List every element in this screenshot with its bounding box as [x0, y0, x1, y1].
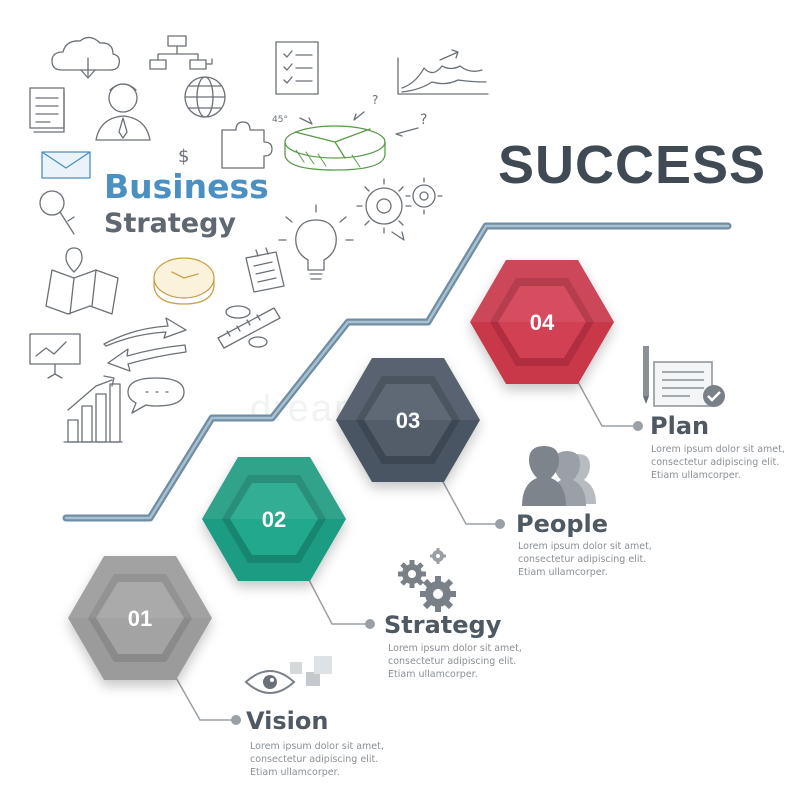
connector-dot-vision [231, 715, 241, 725]
cloud-download-icon [51, 36, 121, 79]
question-mark-2: ? [420, 112, 427, 128]
step-desc-line: consectetur adipiscing elit. [518, 554, 647, 565]
connector-vision [174, 675, 234, 721]
step-desc-line: Etiam ullamcorper. [250, 767, 340, 778]
success-title: SUCCESS [498, 135, 767, 195]
step-name-people: People [516, 510, 609, 538]
connector-dots [231, 421, 643, 725]
dollar-mark: $ [178, 146, 189, 167]
notepad-icon [245, 247, 285, 293]
line-graph-icon [397, 49, 489, 95]
step-desc-vision: Lorem ipsum dolor sit amet, consectetur … [250, 740, 410, 779]
step-desc-line: Lorem ipsum dolor sit amet, [388, 643, 522, 654]
checklist-sketch-icon [275, 41, 319, 95]
step-desc-plan: Lorem ipsum dolor sit amet, consectetur … [651, 443, 800, 482]
magnifier-icon [39, 190, 75, 235]
eye-icon [244, 656, 332, 694]
step-number-02: 02 [262, 507, 286, 532]
step-number-03: 03 [396, 408, 420, 433]
step-desc-line: Lorem ipsum dolor sit amet, [518, 541, 652, 552]
presentation-icon [29, 333, 81, 379]
step-number-04: 04 [530, 310, 555, 335]
connector-dot-people [495, 519, 505, 529]
step-desc-line: consectetur adipiscing elit. [250, 754, 379, 765]
connector-strategy [307, 577, 368, 625]
business-title: Business [104, 167, 269, 206]
step-desc-line: consectetur adipiscing elit. [651, 457, 780, 468]
step-desc-line: Etiam ullamcorper. [388, 669, 478, 680]
step-hexagon-04: 04 [470, 260, 614, 384]
document-icon [29, 87, 65, 133]
step-name-plan: Plan [650, 412, 710, 440]
people-icon [522, 446, 596, 506]
speech-bubble-icon [127, 377, 185, 414]
step-desc-strategy: Lorem ipsum dolor sit amet, consectetur … [388, 642, 548, 681]
gears-sketch-icon [356, 177, 443, 241]
ruler-pencil-icon [217, 305, 281, 349]
step-desc-line: consectetur adipiscing elit. [388, 656, 517, 667]
step-desc-line: Etiam ullamcorper. [651, 470, 741, 481]
connectors [174, 381, 636, 721]
step-number-01: 01 [128, 606, 152, 631]
gears-icon [398, 548, 456, 612]
strategy-title: Strategy [104, 208, 237, 239]
step-hexagon-03: 03 [336, 358, 480, 482]
pie-chart-icon [284, 125, 386, 171]
lightbulb-icon [278, 204, 354, 280]
bar-chart-icon [63, 375, 123, 443]
org-chart-icon [149, 35, 213, 70]
envelope-icon [41, 151, 91, 179]
step-desc-line: Etiam ullamcorper. [518, 567, 608, 578]
checklist-icon [643, 346, 725, 407]
step-name-vision: Vision [246, 707, 329, 735]
puzzle-icon [221, 121, 273, 169]
arrows-icon [103, 317, 187, 372]
step-desc-line: Lorem ipsum dolor sit amet, [250, 741, 384, 752]
step-name-strategy: Strategy [384, 611, 502, 639]
globe-icon [184, 76, 226, 118]
map-icon [45, 247, 119, 315]
step-hexagon-01: 01 [68, 556, 212, 680]
angle-mark: 45° [272, 115, 288, 125]
question-mark-1: ? [372, 93, 378, 107]
step-desc-line: Lorem ipsum dolor sit amet, [651, 444, 785, 455]
connector-dot-strategy [365, 619, 375, 629]
connector-plan [577, 381, 636, 427]
connector-people [441, 479, 498, 525]
clock-icon [153, 257, 215, 305]
step-desc-people: Lorem ipsum dolor sit amet, consectetur … [518, 540, 678, 579]
businessman-icon [95, 83, 151, 141]
step-hexagon-02: 02 [202, 457, 346, 581]
stairs-line-highlight [64, 224, 730, 520]
connector-dot-plan [633, 421, 643, 431]
